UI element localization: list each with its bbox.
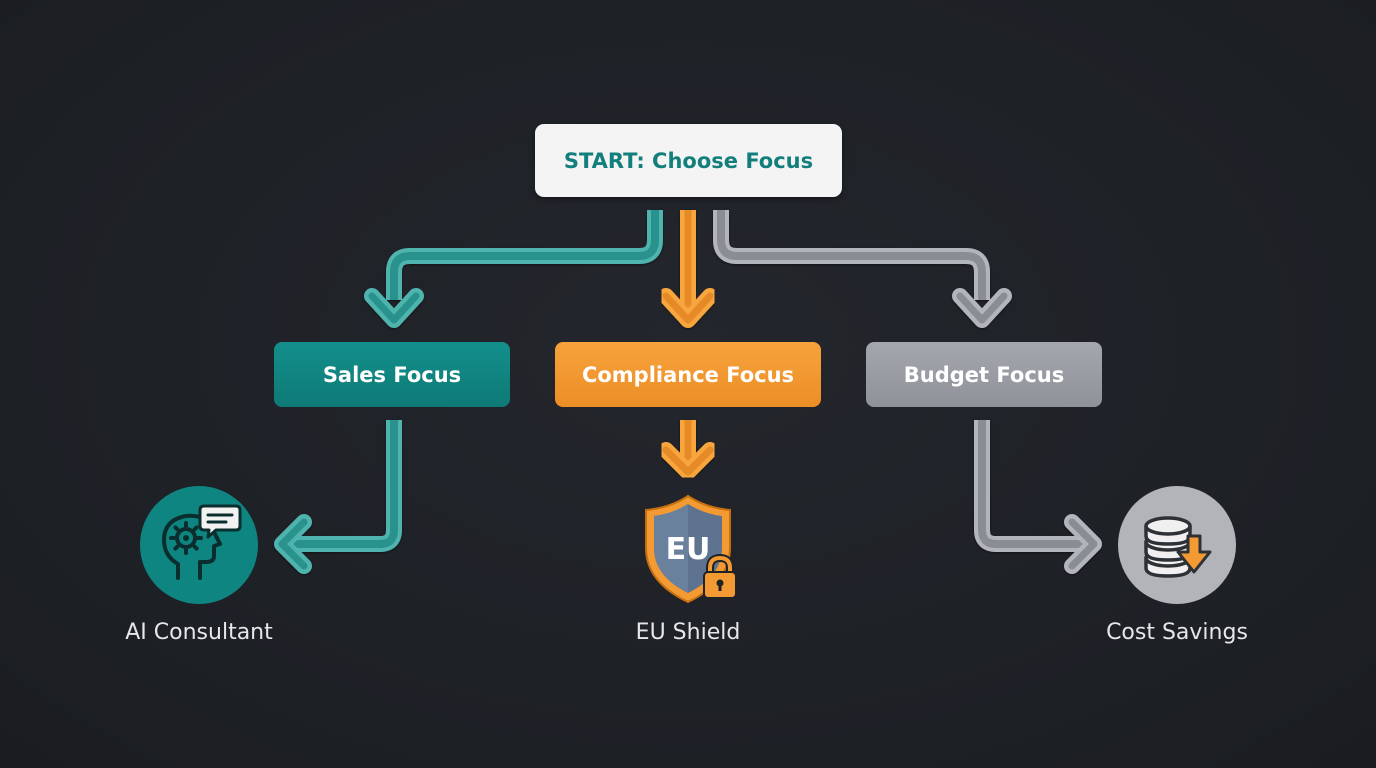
arrow-compliance-to-shield — [658, 420, 718, 480]
budget-focus-node: Budget Focus — [866, 342, 1102, 407]
arrow-start-to-compliance — [658, 210, 718, 328]
start-node: START: Choose Focus — [535, 124, 842, 197]
sales-focus-label: Sales Focus — [322, 362, 462, 387]
cost-savings-label: Cost Savings — [1106, 620, 1248, 645]
shield-badge-text: EU — [666, 532, 711, 567]
arrow-budget-to-savings — [974, 420, 1102, 574]
eu-shield-lock-icon: EU — [628, 490, 746, 608]
arrow-sales-to-consultant — [274, 420, 402, 574]
compliance-focus-node: Compliance Focus — [555, 342, 821, 407]
start-node-label: START: Choose Focus — [563, 148, 814, 173]
eu-shield-label: EU Shield — [635, 620, 741, 645]
ai-consultant-label: AI Consultant — [125, 620, 273, 645]
database-down-arrow-icon — [1118, 486, 1236, 604]
budget-focus-label: Budget Focus — [903, 362, 1065, 387]
head-gear-chat-icon — [140, 486, 258, 604]
arrow-start-to-sales — [364, 210, 663, 328]
compliance-focus-label: Compliance Focus — [581, 362, 795, 387]
arrow-start-to-budget — [713, 210, 1012, 328]
sales-focus-node: Sales Focus — [274, 342, 510, 407]
